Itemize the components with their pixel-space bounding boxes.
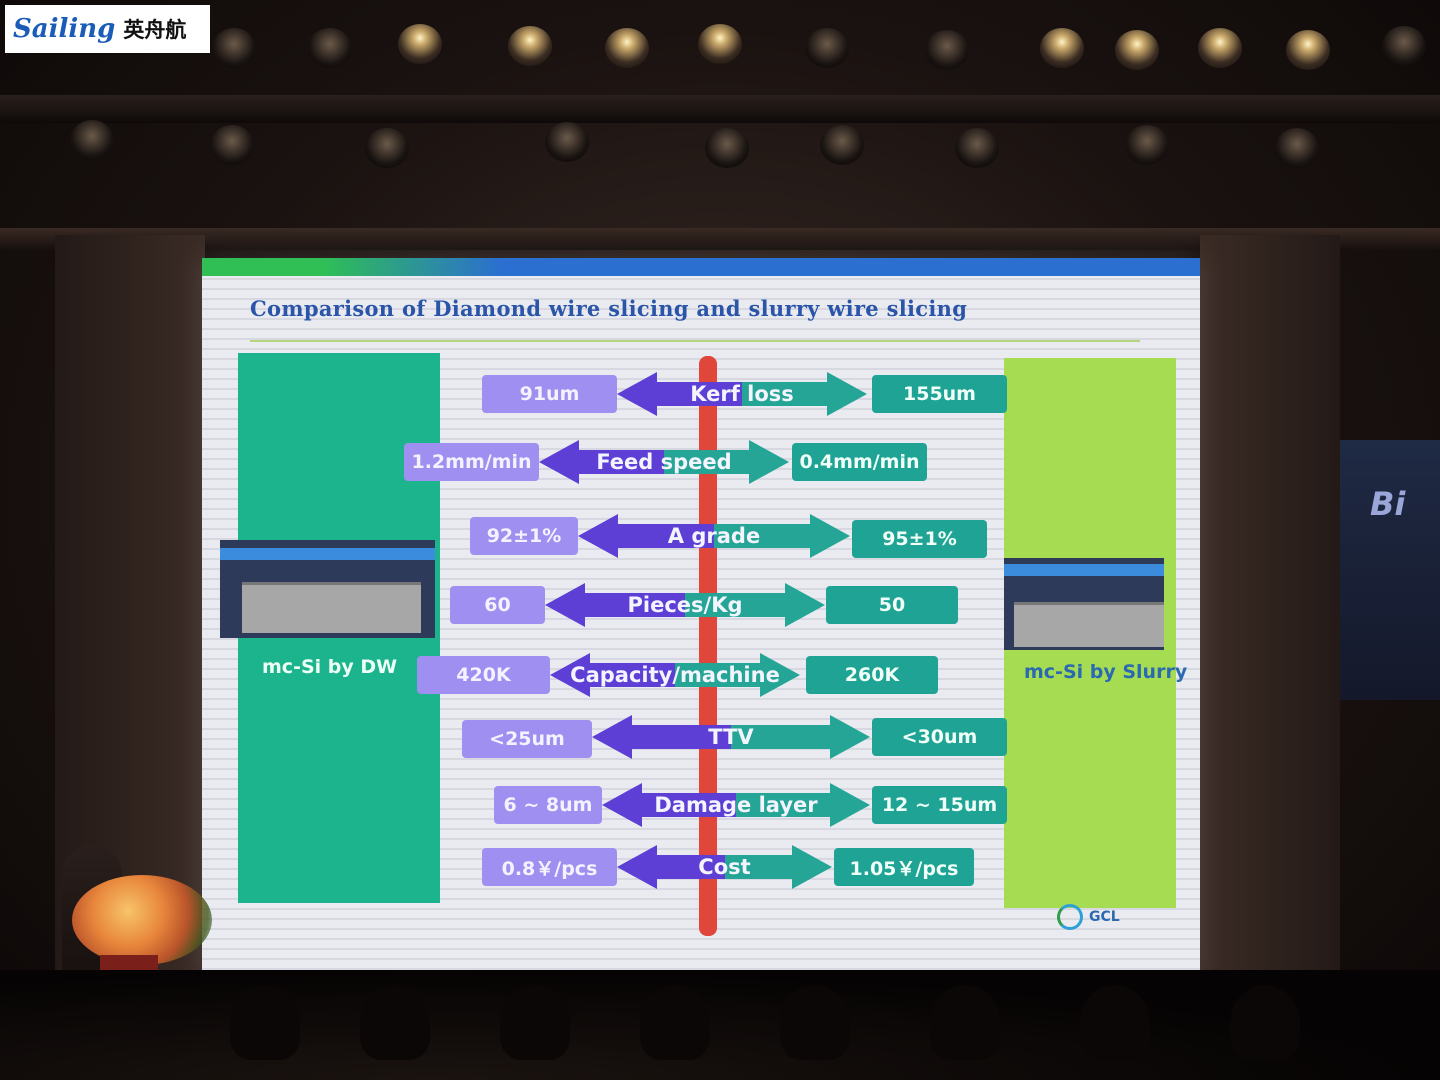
gcl-logo-text: GCL: [1089, 909, 1120, 925]
metric-a-grade: A grade: [667, 524, 761, 548]
gcl-logo: GCL: [1057, 904, 1120, 930]
arrow-feed-speed: Feed speed: [539, 440, 789, 484]
dw-value-ttv: <25um: [462, 720, 592, 758]
slurry-value-cost: 1.05￥/pcs: [834, 848, 974, 886]
slurry-value-feed-speed: 0.4mm/min: [792, 443, 927, 481]
arrow-a-grade: A grade: [578, 514, 850, 558]
right-stage-curtain: [1200, 235, 1340, 1080]
center-divider: [699, 356, 717, 936]
slurry-value-kerf-loss: 155um: [872, 375, 1007, 413]
arrow-pieces-kg: Pieces/Kg: [545, 583, 825, 627]
slurry-value-damage-layer: 12 ~ 15um: [872, 786, 1007, 824]
title-rule: [250, 340, 1140, 342]
dw-value-capacity: 420K: [417, 656, 550, 694]
metric-damage-layer: Damage layer: [654, 793, 818, 817]
gcl-mark-icon: [1057, 904, 1083, 930]
backdrop-banner: Bi: [1340, 440, 1440, 700]
arrow-ttv: TTV: [592, 715, 870, 759]
logo-chinese: 英舟航: [123, 18, 187, 42]
slurry-value-ttv: <30um: [872, 718, 1007, 756]
slide-top-band: [202, 258, 1200, 276]
backdrop-text: Bi: [1370, 485, 1406, 523]
podium-flowers: [72, 875, 212, 965]
dw-value-cost: 0.8￥/pcs: [482, 848, 617, 886]
lighting-truss: [0, 95, 1440, 123]
arrow-damage-layer: Damage layer: [602, 783, 870, 827]
dw-value-a-grade: 92±1%: [470, 517, 578, 555]
metric-kerf-loss: Kerf loss: [690, 382, 794, 406]
dw-panel-label: mc-Si by DW: [262, 656, 398, 678]
slurry-value-capacity: 260K: [806, 656, 938, 694]
dw-value-pieces-kg: 60: [450, 586, 545, 624]
metric-cost: Cost: [698, 855, 751, 879]
audience-silhouettes: [0, 970, 1440, 1080]
metric-ttv: TTV: [708, 725, 754, 749]
dw-wafer-image: [220, 540, 435, 638]
dw-value-kerf-loss: 91um: [482, 375, 617, 413]
metric-capacity-machine: Capacity/machine: [570, 663, 780, 687]
arrow-kerf-loss: Kerf loss: [617, 372, 867, 416]
lighting-truss-lower: [0, 228, 1440, 250]
slurry-value-a-grade: 95±1%: [852, 520, 987, 558]
projection-screen: Comparison of Diamond wire slicing and s…: [202, 258, 1200, 980]
slide-title: Comparison of Diamond wire slicing and s…: [250, 296, 968, 321]
slurry-wafer-image: [1004, 558, 1164, 650]
dw-value-feed-speed: 1.2mm/min: [404, 443, 539, 481]
slurry-value-pieces-kg: 50: [826, 586, 958, 624]
sailing-logo: Sailing 英舟航: [5, 5, 210, 53]
logo-wordmark: Sailing: [13, 14, 116, 44]
arrow-cost: Cost: [617, 845, 832, 889]
arrow-capacity-machine: Capacity/machine: [550, 653, 800, 697]
slurry-panel-label: mc-Si by Slurry: [1024, 661, 1188, 683]
metric-pieces-kg: Pieces/Kg: [627, 593, 743, 617]
dw-value-damage-layer: 6 ~ 8um: [494, 786, 602, 824]
metric-feed-speed: Feed speed: [596, 450, 732, 474]
